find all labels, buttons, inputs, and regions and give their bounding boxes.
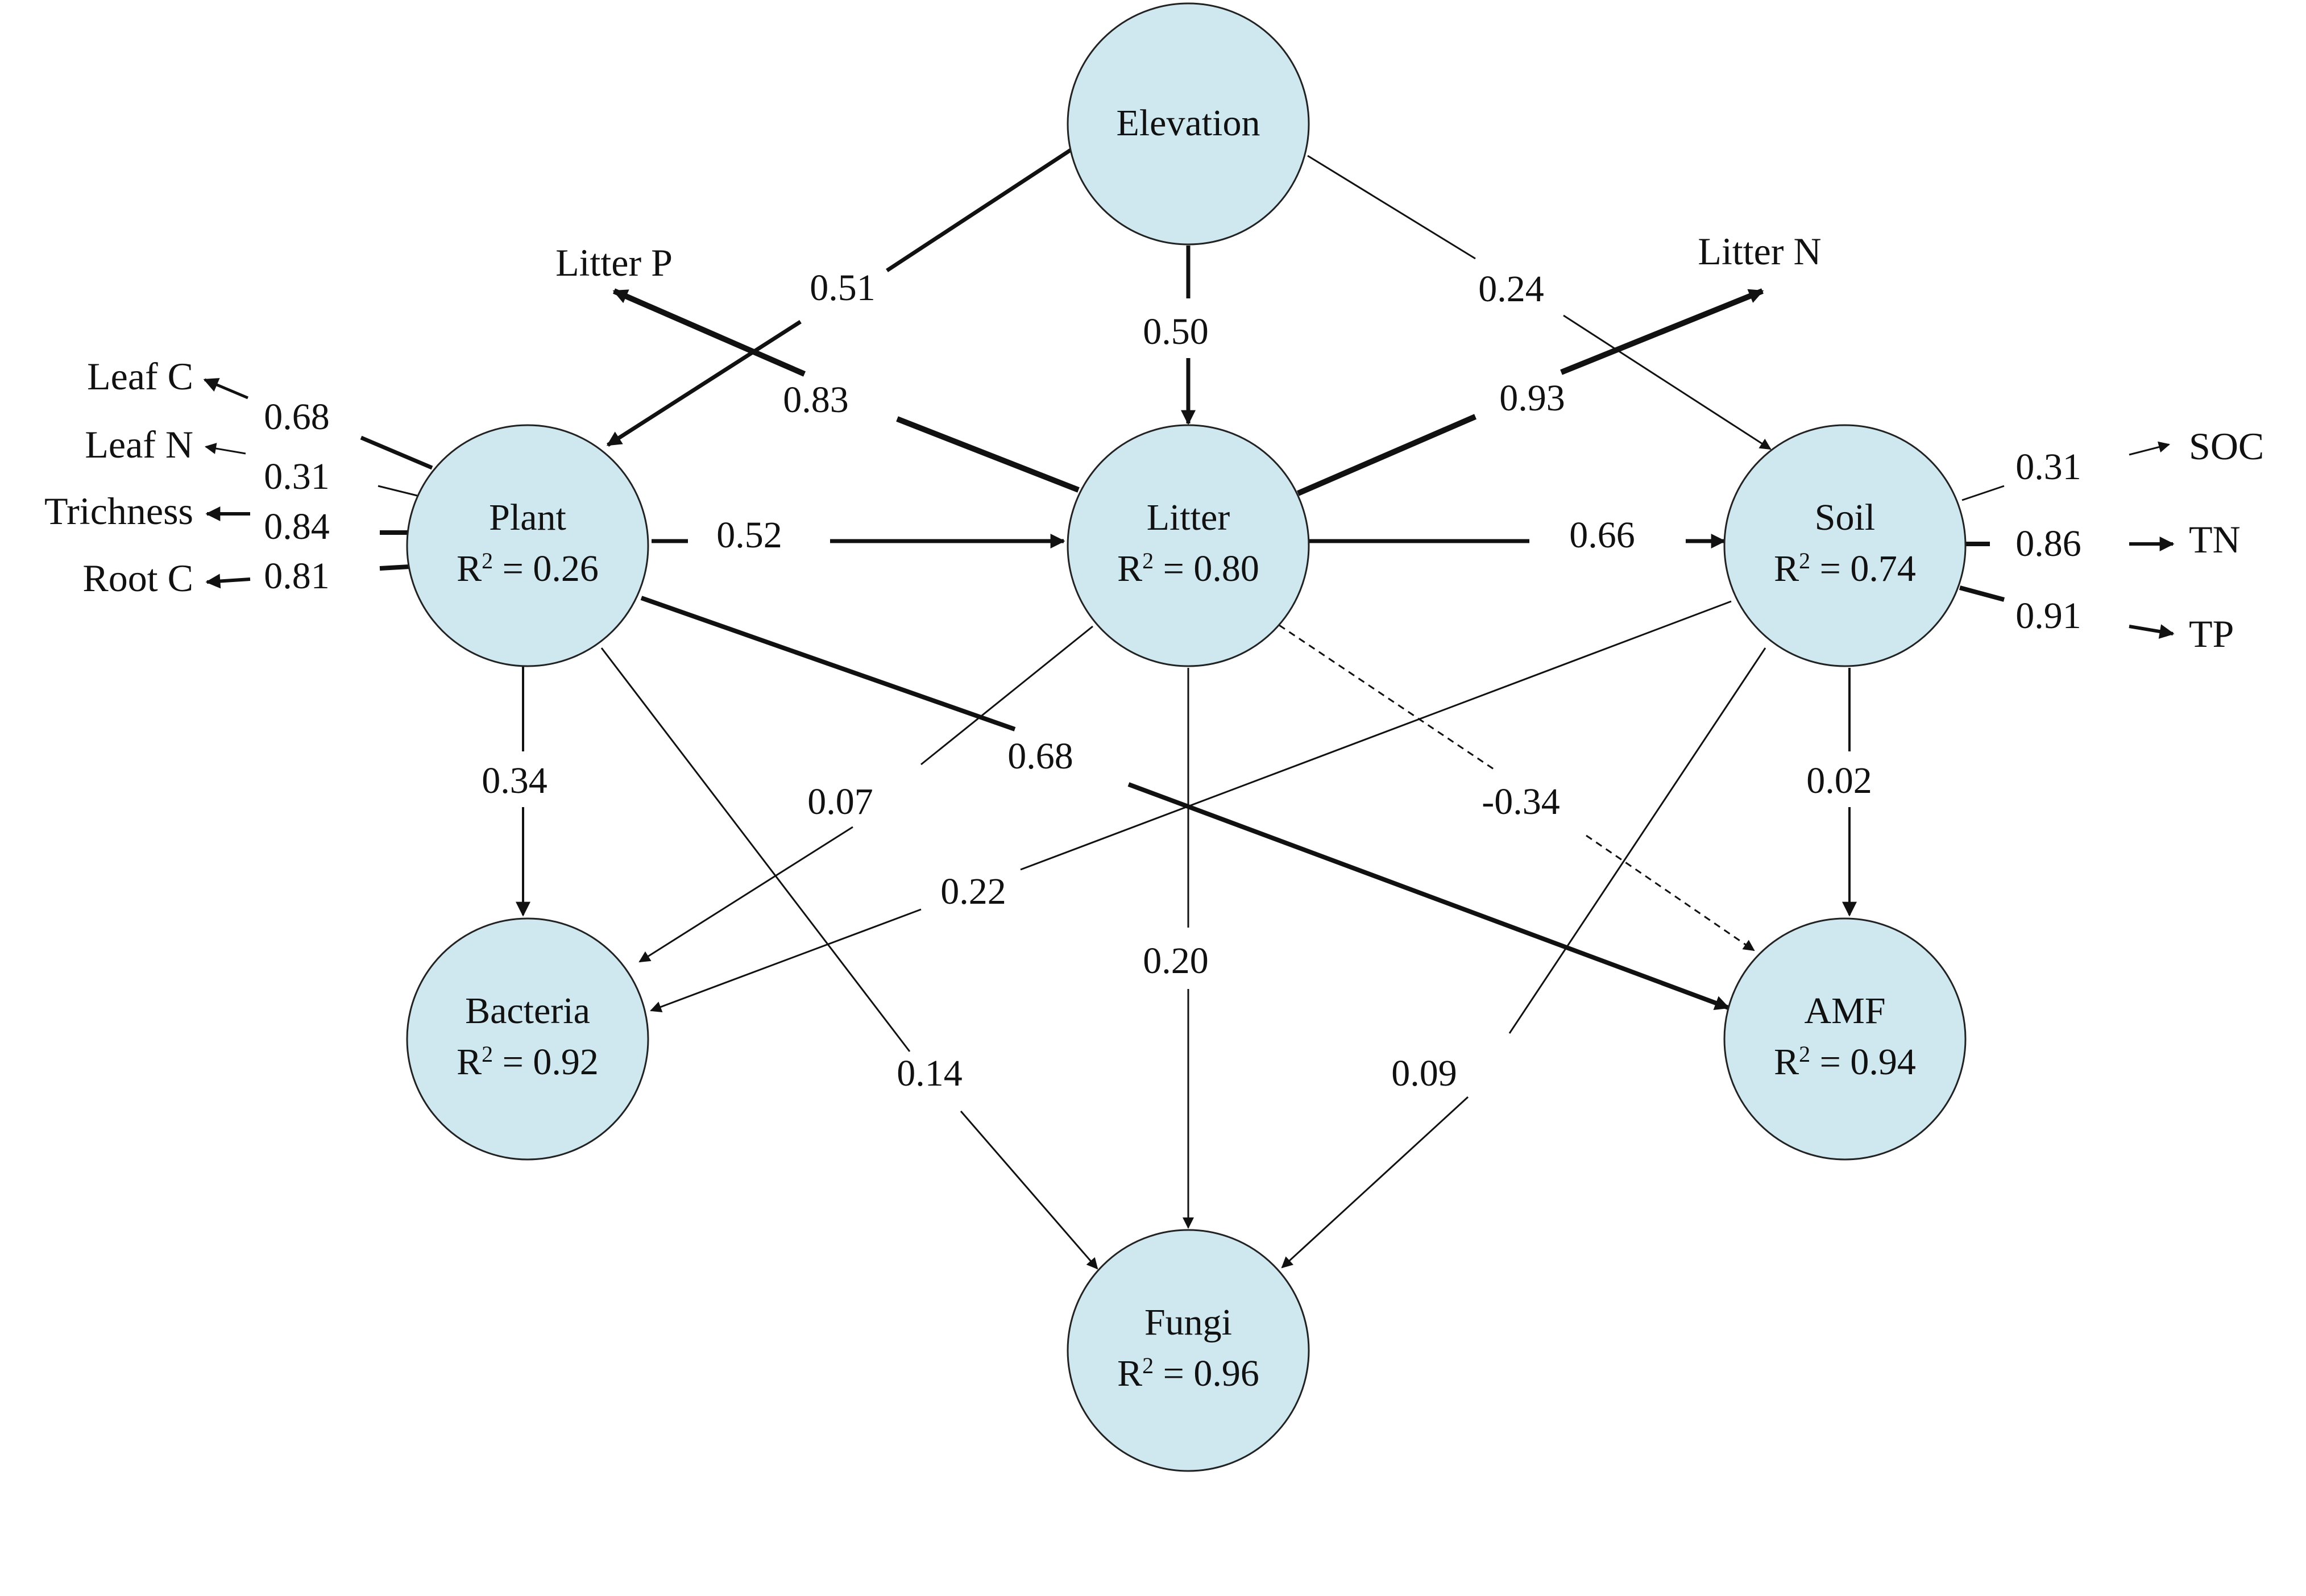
loading-tp-line-b [2129, 624, 2175, 639]
indicator-leaf-n: Leaf N [85, 423, 193, 466]
path-elevation-soil-line-b [1563, 314, 1772, 450]
indicator-soc: SOC [2189, 425, 2264, 468]
coef-elevation-litter: 0.50 [1143, 311, 1209, 352]
node-elevation-circle [1067, 2, 1310, 246]
indicator-litter-n: Litter N [1698, 230, 1821, 273]
loading-litter-p-line-b [612, 288, 806, 377]
path-plant-fungi-line-b [960, 1111, 1098, 1270]
coef-litter-amf: -0.34 [1482, 781, 1560, 822]
indicator-lines [203, 288, 2175, 639]
loading-trichness: 0.84 [264, 506, 330, 547]
node-litter-label: Litter [1147, 497, 1230, 538]
node-elevation-label: Elevation [1117, 102, 1260, 144]
loading-litter-p-line-a [896, 416, 1080, 493]
path-litter-amf-line-a [1279, 624, 1496, 771]
path-elevation-plant-line-a [886, 148, 1072, 272]
path-litter-bacteria-line-b [638, 826, 853, 963]
structural-paths [516, 148, 1857, 1270]
coef-soil-amf: 0.02 [1806, 760, 1872, 801]
indicator-trichness: Trichness [44, 489, 193, 533]
node-litter: Litter R2 = 0.80 [1067, 424, 1310, 667]
indicator-litter-p: Litter P [555, 241, 673, 284]
loading-leaf-n-line-b [205, 443, 246, 455]
coef-litter-fungi: 0.20 [1143, 940, 1209, 982]
node-elevation: Elevation [1067, 2, 1310, 246]
loading-leaf-c-line-a [360, 435, 433, 470]
node-bacteria-circle [406, 917, 649, 1161]
node-litter-r2: R2 = 0.80 [1117, 548, 1259, 590]
node-soil: Soil R2 = 0.74 [1723, 424, 1967, 667]
loading-soc-line-b [2129, 441, 2170, 456]
indicator-root-c: Root C [82, 556, 193, 600]
loading-litter-n-line-a [1297, 414, 1476, 496]
node-soil-circle [1723, 424, 1967, 667]
coef-elevation-soil: 0.24 [1478, 268, 1544, 310]
loading-tp-line-a [1959, 585, 2005, 602]
node-bacteria-r2: R2 = 0.92 [457, 1041, 599, 1083]
path-elevation-plant-line-b [606, 320, 802, 447]
loading-tp: 0.91 [2015, 595, 2081, 637]
path-soil-fungi-line-a [1508, 647, 1766, 1034]
indicator-labels: Leaf C 0.68 Leaf N 0.31 Trichness 0.84 R… [44, 230, 2264, 655]
path-plant-fungi-line-a [600, 647, 911, 1052]
node-amf-circle [1723, 917, 1967, 1161]
loading-litter-p: 0.83 [783, 379, 849, 421]
node-bacteria-label: Bacteria [465, 990, 590, 1032]
node-fungi-circle [1067, 1229, 1310, 1472]
node-litter-circle [1067, 424, 1310, 667]
loading-soc-line-a [1961, 485, 2005, 501]
coef-plant-amf: 0.68 [1007, 735, 1073, 777]
coef-plant-fungi: 0.14 [897, 1053, 963, 1094]
coef-litter-bacteria: 0.07 [807, 781, 873, 822]
coef-litter-soil: 0.66 [1569, 514, 1635, 556]
node-plant-label: Plant [489, 497, 566, 538]
indicator-tp: TP [2189, 612, 2234, 655]
node-amf-r2: R2 = 0.94 [1774, 1041, 1916, 1083]
loading-leaf-c-line-b [203, 378, 248, 400]
coef-soil-bacteria: 0.22 [940, 871, 1006, 912]
coef-plant-litter: 0.52 [716, 514, 782, 556]
latent-nodes: Elevation Plant R2 = 0.26 Litter R2 = 0.… [406, 2, 1967, 1472]
loading-root-c-line-b [205, 573, 251, 589]
node-plant: Plant R2 = 0.26 [406, 424, 649, 667]
node-amf-label: AMF [1804, 990, 1885, 1032]
coef-plant-bacteria: 0.34 [482, 760, 548, 801]
loading-litter-n: 0.93 [1499, 377, 1565, 419]
loading-root-c-line-a [379, 564, 410, 571]
node-plant-r2: R2 = 0.26 [457, 548, 599, 590]
path-litter-amf-line-b [1586, 834, 1755, 951]
loading-root-c: 0.81 [264, 555, 330, 597]
path-soil-fungi-line-b [1281, 1096, 1469, 1269]
loading-leaf-n: 0.31 [264, 456, 330, 497]
coef-elevation-plant: 0.51 [810, 267, 876, 309]
indicator-tn: TN [2189, 518, 2241, 561]
indicator-leaf-c: Leaf C [87, 355, 193, 398]
path-litter-bacteria-line-a [920, 625, 1093, 766]
loading-soc: 0.31 [2015, 446, 2081, 488]
loading-litter-n-line-b [1560, 288, 1764, 375]
node-bacteria: Bacteria R2 = 0.92 [406, 917, 649, 1161]
path-soil-bacteria-line-b [650, 908, 922, 1013]
node-soil-label: Soil [1815, 497, 1875, 538]
path-plant-amf-line-a [640, 596, 1016, 732]
node-soil-r2: R2 = 0.74 [1774, 548, 1916, 590]
loading-leaf-n-line-a [378, 485, 422, 498]
loading-leaf-c: 0.68 [264, 396, 330, 438]
loading-tn: 0.86 [2015, 523, 2081, 564]
path-elevation-soil-line-a [1307, 155, 1476, 260]
node-fungi-r2: R2 = 0.96 [1117, 1353, 1259, 1395]
node-fungi: Fungi R2 = 0.96 [1067, 1229, 1310, 1472]
node-plant-circle [406, 424, 649, 667]
node-amf: AMF R2 = 0.94 [1723, 917, 1967, 1161]
node-fungi-label: Fungi [1144, 1302, 1232, 1343]
coef-soil-fungi: 0.09 [1391, 1053, 1457, 1094]
path-plant-amf-line-b [1127, 782, 1730, 1011]
path-soil-bacteria-line-a [1020, 600, 1732, 871]
path-coefficients: 0.51 0.50 0.24 0.52 0.66 0.34 0.14 0.68 … [482, 267, 1872, 1094]
